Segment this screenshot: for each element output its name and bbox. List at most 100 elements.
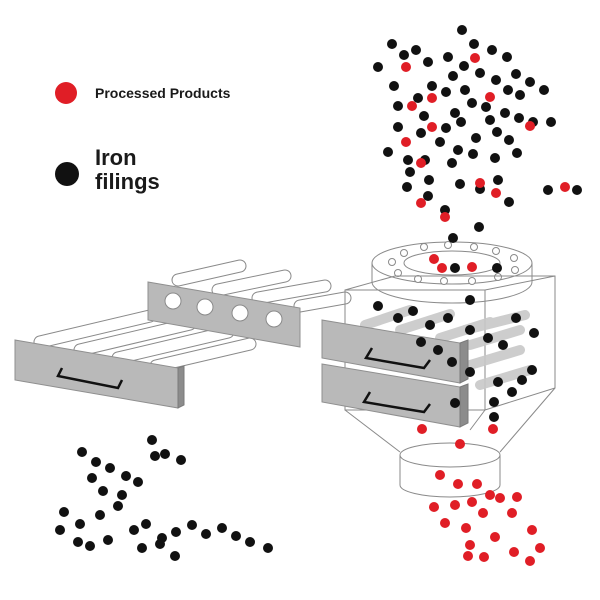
- iron-filing-dot: [245, 537, 255, 547]
- legend-processed-products: Processed Products: [55, 82, 230, 104]
- iron-filing-dot: [408, 306, 418, 316]
- iron-filing-dot: [389, 81, 399, 91]
- inlet-collar-top: [371, 241, 533, 285]
- drawer-plate-left-edge: [177, 365, 185, 409]
- iron-filing-dot: [450, 263, 460, 273]
- iron-filing-dot: [468, 149, 478, 159]
- iron-filing-dot: [77, 447, 87, 457]
- iron-filing-dot: [492, 127, 502, 137]
- processed-product-dot: [461, 523, 471, 533]
- drawer-handle-left: [56, 367, 124, 390]
- legend-label-processed-products: Processed Products: [95, 85, 231, 101]
- iron-filing-dot: [405, 167, 415, 177]
- iron-filing-dot: [502, 52, 512, 62]
- iron-filing-dot: [546, 117, 556, 127]
- processed-product-dot: [478, 508, 488, 518]
- iron-filing-dot: [492, 263, 502, 273]
- iron-filing-dot: [133, 477, 143, 487]
- iron-filing-dot: [440, 205, 450, 215]
- processed-product-dot: [401, 62, 411, 72]
- processed-product-dot: [427, 93, 437, 103]
- iron-filing-dot: [465, 325, 475, 335]
- processed-product-dot: [440, 212, 450, 222]
- iron-filing-dot: [424, 175, 434, 185]
- iron-filing-dot: [121, 471, 131, 481]
- processed-product-dot: [450, 500, 460, 510]
- iron-filing-dot: [105, 463, 115, 473]
- processed-product-dot: [429, 254, 439, 264]
- iron-filing-dot: [137, 543, 147, 553]
- iron-filing-dot: [393, 313, 403, 323]
- iron-filing-dot: [411, 45, 421, 55]
- processed-product-dot: [437, 263, 447, 273]
- iron-filing-dot: [467, 98, 477, 108]
- rod-socket: [265, 310, 283, 328]
- iron-filing-dot: [450, 398, 460, 408]
- iron-filing-dot: [103, 535, 113, 545]
- processed-product-dot: [509, 547, 519, 557]
- iron-filing-dot: [393, 101, 403, 111]
- processed-product-dot: [416, 198, 426, 208]
- drawer-plate-middle: [147, 281, 301, 348]
- iron-filing-dot: [75, 519, 85, 529]
- iron-filings-particles: [55, 25, 582, 561]
- collar-bolt-holes: [388, 241, 519, 285]
- iron-filing-dot: [176, 455, 186, 465]
- iron-filing-dot: [487, 45, 497, 55]
- magnetic-drawer-middle: [147, 259, 352, 348]
- processed-product-dot: [472, 479, 482, 489]
- iron-filing-dot: [498, 340, 508, 350]
- iron-filing-dot: [59, 507, 69, 517]
- iron-filing-dot: [490, 153, 500, 163]
- processed-product-dot: [416, 158, 426, 168]
- processed-product-dot: [485, 490, 495, 500]
- iron-filing-dot: [469, 39, 479, 49]
- iron-filing-dot: [441, 87, 451, 97]
- iron-filing-dot: [91, 457, 101, 467]
- rod-socket: [231, 304, 249, 322]
- iron-filing-dot: [503, 85, 513, 95]
- iron-filing-dot: [481, 102, 491, 112]
- processed-product-dot: [453, 479, 463, 489]
- iron-filing-dot: [85, 541, 95, 551]
- iron-filing-dot: [141, 519, 151, 529]
- processed-product-dot: [560, 182, 570, 192]
- processed-product-dot: [417, 424, 427, 434]
- iron-filing-dot: [543, 185, 553, 195]
- iron-filing-dot: [485, 115, 495, 125]
- rod-socket: [164, 292, 182, 310]
- iron-filing-dot: [387, 39, 397, 49]
- iron-filing-dot: [489, 397, 499, 407]
- iron-filing-dot: [425, 320, 435, 330]
- outlet-collar-bottom: [399, 484, 501, 498]
- inlet-opening: [403, 250, 501, 276]
- processed-product-dot: [407, 101, 417, 111]
- processed-product-marker: [55, 82, 77, 104]
- iron-filing-dot: [465, 367, 475, 377]
- iron-filing-dot: [435, 137, 445, 147]
- iron-filing-dot: [459, 61, 469, 71]
- iron-filing-dot: [55, 525, 65, 535]
- processed-product-dot: [475, 178, 485, 188]
- iron-filing-dot: [511, 69, 521, 79]
- processed-product-dot: [485, 92, 495, 102]
- iron-filing-dot: [539, 85, 549, 95]
- iron-filing-dot: [456, 117, 466, 127]
- processed-product-dot: [479, 552, 489, 562]
- iron-filing-dot: [427, 81, 437, 91]
- iron-filing-dot: [493, 377, 503, 387]
- iron-filing-dot: [129, 525, 139, 535]
- iron-filing-dot: [465, 295, 475, 305]
- iron-filing-dot: [507, 387, 517, 397]
- iron-filing-dot: [517, 375, 527, 385]
- iron-filing-dot: [393, 122, 403, 132]
- iron-filing-dot: [117, 490, 127, 500]
- iron-filing-dot: [171, 527, 181, 537]
- iron-filing-dot: [474, 222, 484, 232]
- processed-product-dot: [525, 121, 535, 131]
- processed-product-dot: [463, 551, 473, 561]
- iron-filing-dot: [423, 57, 433, 67]
- iron-filing-dot: [373, 301, 383, 311]
- iron-filing-dot: [160, 449, 170, 459]
